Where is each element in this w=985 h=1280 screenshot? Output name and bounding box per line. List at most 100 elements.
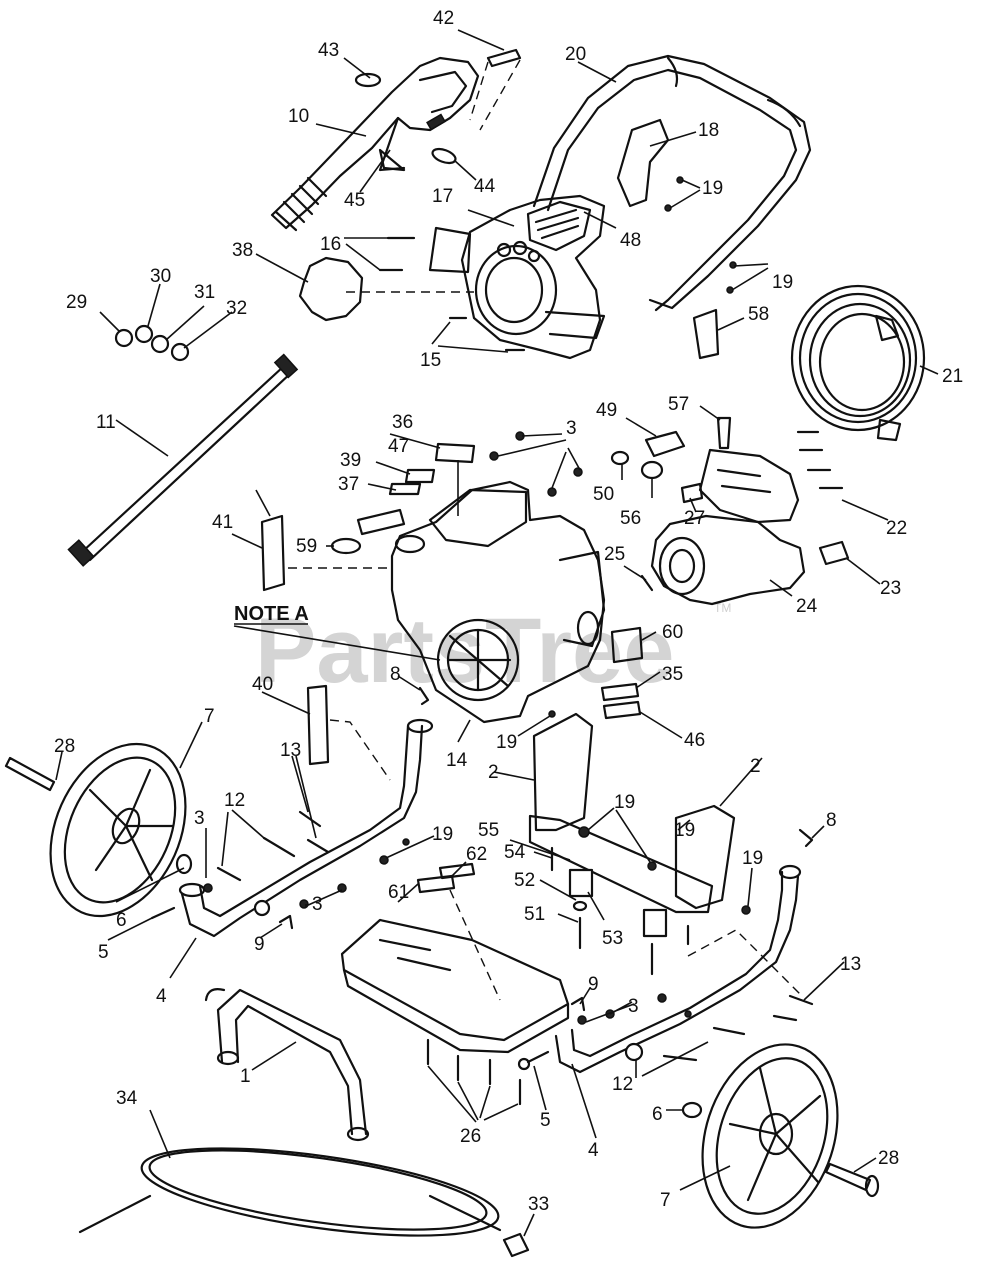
callout-33: 33	[528, 1194, 549, 1215]
part-lance	[67, 353, 299, 567]
part-handle	[532, 54, 812, 312]
part-spacer-12b	[624, 1042, 644, 1062]
callout-29: 29	[66, 292, 87, 313]
callout-12a: 12	[224, 790, 245, 811]
callout-52: 52	[514, 870, 535, 891]
part-nut-3g	[337, 883, 347, 893]
callout-6a: 6	[116, 910, 127, 931]
part-nut-3k	[684, 1010, 692, 1018]
callout-27: 27	[684, 508, 705, 529]
part-decal-36	[434, 442, 476, 464]
part-fitting-56	[640, 460, 664, 480]
part-42	[486, 48, 522, 68]
part-nut-19j	[578, 826, 590, 838]
callout-23: 23	[880, 578, 901, 599]
part-clip-9b	[570, 996, 586, 1012]
callout-3d: 3	[628, 996, 639, 1017]
callout-19g: 19	[742, 848, 763, 869]
callout-2b: 2	[750, 756, 761, 777]
callout-4a: 4	[156, 986, 167, 1007]
callout-25: 25	[604, 544, 625, 565]
callout-59: 59	[296, 536, 317, 557]
callout-24: 24	[796, 596, 818, 617]
part-decal-39	[388, 482, 422, 496]
callout-17: 17	[432, 186, 453, 207]
callout-28a: 28	[54, 736, 75, 757]
part-decal-41	[260, 514, 286, 592]
callout-35: 35	[662, 664, 683, 685]
callout-8b: 8	[826, 810, 837, 831]
callout-36: 36	[392, 412, 413, 433]
part-washer-right	[681, 1101, 703, 1119]
part-axle-left	[4, 756, 56, 792]
callout-19c: 19	[496, 732, 517, 753]
part-isolator-a	[568, 868, 594, 898]
part-frame-left	[178, 718, 434, 938]
callout-22: 22	[886, 518, 907, 539]
part-clip-9a	[278, 914, 294, 930]
part-decal-59	[330, 537, 362, 555]
part-handle-bar	[204, 988, 370, 1142]
callout-19f: 19	[674, 820, 695, 841]
part-nut-3h	[577, 1015, 587, 1025]
part-decal-37	[356, 508, 406, 536]
callout-44: 44	[474, 176, 496, 197]
part-axle-right	[824, 1162, 872, 1192]
part-spray-gun	[270, 56, 480, 232]
callout-55: 55	[478, 820, 499, 841]
callout-31: 31	[194, 282, 215, 303]
callout-50: 50	[593, 484, 614, 505]
part-bolts-16	[378, 236, 416, 272]
callout-58: 58	[748, 304, 769, 325]
part-nozzles	[114, 324, 190, 362]
callout-8a: 8	[390, 664, 401, 685]
callout-11: 11	[96, 412, 116, 433]
part-washer-left	[175, 853, 193, 875]
callout-labels: 42 43 20 10 18 19 44 45 17 48 16 38 19 3…	[54, 8, 963, 1215]
callout-16: 16	[320, 234, 341, 255]
callout-49: 49	[596, 400, 617, 421]
callout-43: 43	[318, 40, 339, 61]
part-housing	[428, 194, 606, 360]
watermark-trademark: TM	[714, 601, 731, 615]
callout-18: 18	[698, 120, 719, 141]
part-nut-19i	[402, 838, 410, 846]
part-nut-19l	[548, 710, 556, 718]
part-gasket	[298, 256, 364, 322]
callout-38: 38	[232, 240, 253, 261]
part-fitting-27	[680, 482, 704, 504]
part-43	[354, 72, 382, 88]
part-clip-8b	[798, 828, 814, 848]
part-bolts-13a	[298, 810, 330, 854]
callout-28b: 28	[878, 1148, 899, 1169]
part-spacer-26	[517, 1057, 531, 1071]
callout-3a: 3	[566, 418, 577, 439]
part-wheel-right	[701, 1043, 839, 1229]
part-bolt-5b	[526, 1050, 550, 1064]
callout-4b: 4	[588, 1140, 599, 1161]
callout-37: 37	[338, 474, 359, 495]
part-nut-19m	[741, 905, 751, 915]
part-decal-40	[306, 684, 330, 766]
callout-54: 54	[504, 842, 526, 863]
callout-51: 51	[524, 904, 545, 925]
callout-13a: 13	[280, 740, 301, 761]
part-decal-62	[438, 862, 476, 880]
part-bolt-5a	[150, 906, 176, 920]
part-nut-3c	[573, 467, 583, 477]
part-wheel-left	[49, 742, 187, 918]
callout-2a: 2	[488, 762, 499, 783]
leader-lines	[55, 29, 939, 1237]
part-fitting-50	[610, 450, 630, 466]
part-decal-35	[600, 682, 640, 702]
part-fitting-33	[502, 1232, 530, 1258]
part-decal-46	[602, 700, 642, 720]
callout-3c: 3	[312, 894, 323, 915]
callout-46: 46	[684, 730, 705, 751]
callout-9b: 9	[588, 974, 599, 995]
callout-45: 45	[344, 190, 365, 211]
part-mount	[528, 712, 736, 914]
part-decal-47	[404, 468, 436, 484]
callout-26: 26	[460, 1126, 481, 1147]
